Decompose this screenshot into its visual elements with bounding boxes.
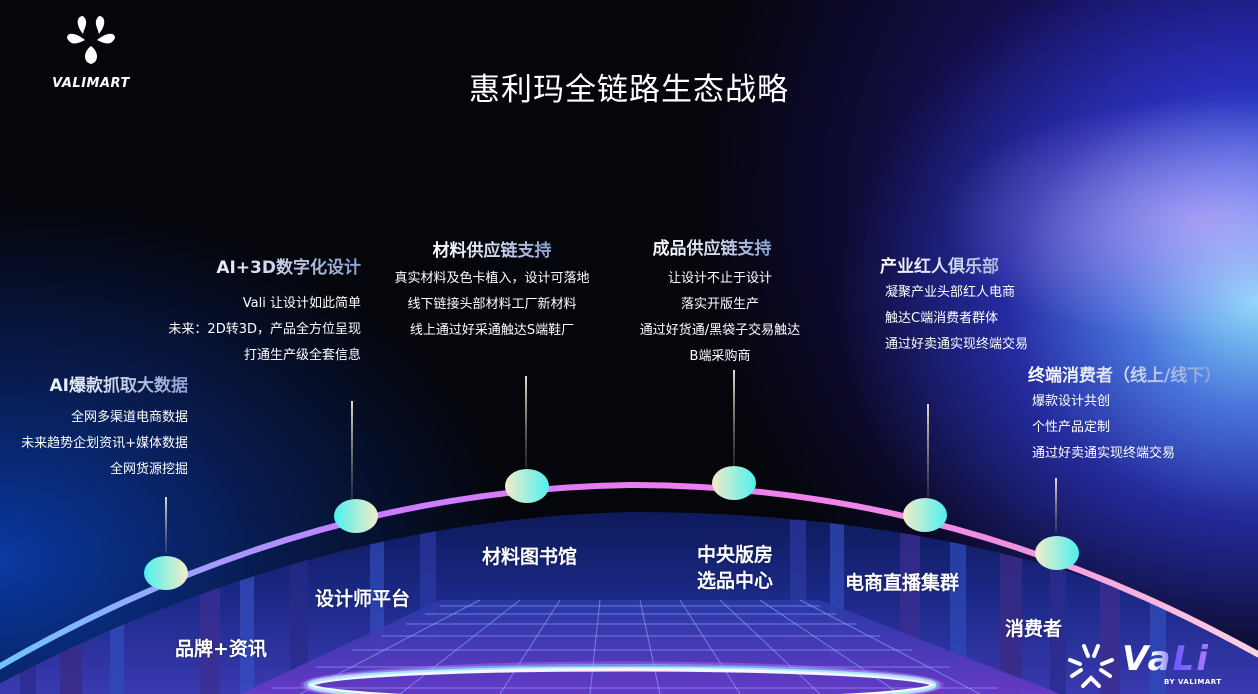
node-consumer — [1035, 536, 1079, 570]
block-line: 未来：2D转3D，产品全方位呈现 — [168, 322, 361, 337]
block-heading: 产业红人俱乐部 — [880, 256, 1028, 278]
block-end-consumer: 终端消费者（线上/线下） 爆款设计共创 个性产品定制 通过好卖通实现终端交易 — [1028, 365, 1221, 467]
node-ecommerce-live — [903, 498, 947, 532]
block-line: 真实材料及色卡植入，设计可落地 — [394, 271, 590, 286]
valimart-logo-text: VALIMART — [52, 76, 130, 91]
block-line: 通过好卖通实现终端交易 — [1032, 446, 1176, 461]
block-heading: 材料供应链支持 — [432, 241, 552, 261]
node-central-sample-room — [712, 466, 756, 500]
node-stem — [351, 401, 353, 499]
block-line: 让设计不止于设计 — [667, 271, 772, 286]
block-line: 未来趋势企划资讯+媒体数据 — [21, 436, 188, 451]
vali-subtitle: BY VALIMART — [1164, 678, 1222, 686]
node-stem — [525, 376, 527, 468]
node-brand-info — [144, 556, 188, 590]
valimart-logo: VALIMART — [46, 12, 136, 91]
valimart-flower-icon — [67, 16, 115, 64]
block-ai-3d-design: AI+3D数字化设计 Vali 让设计如此简单 未来：2D转3D，产品全方位呈现… — [168, 257, 361, 369]
block-heading: AI+3D数字化设计 — [168, 257, 361, 279]
node-stem — [927, 404, 929, 498]
stage-label-material-library: 材料图书馆 — [482, 546, 578, 568]
block-ai-data: AI爆款抓取大数据 全网多渠道电商数据 未来趋势企划资讯+媒体数据 全网货源挖掘 — [21, 375, 188, 483]
block-line: 全网货源挖掘 — [109, 462, 188, 477]
block-line: 打通生产级全套信息 — [243, 348, 361, 363]
block-heading: 成品供应链支持 — [652, 239, 772, 259]
block-material-supply: 材料供应链支持 真实材料及色卡植入，设计可落地 线下链接头部材料工厂新材料 线上… — [372, 240, 612, 344]
stage-label-consumer: 消费者 — [1005, 618, 1063, 640]
node-designer-platform — [334, 499, 378, 533]
block-line: 通过好卖通实现终端交易 — [885, 337, 1029, 352]
block-line: 通过好货通/黑袋子交易触达 — [639, 323, 801, 338]
node-stem — [1055, 478, 1057, 532]
block-line: 触达C端消费者群体 — [885, 311, 999, 326]
node-stem — [733, 370, 735, 466]
vali-snowflake-icon — [1068, 644, 1114, 688]
node-material-library — [505, 469, 549, 503]
stage-label-central-sample-room: 中央版房 选品中心 — [697, 542, 773, 594]
stage-label-line: 选品中心 — [697, 570, 774, 592]
block-influencer-club: 产业红人俱乐部 凝聚产业头部红人电商 触达C端消费者群体 通过好卖通实现终端交易 — [880, 256, 1028, 358]
vali-footer-logo: VaLi BY VALIMART — [1066, 640, 1246, 690]
grid-floor — [240, 599, 1060, 694]
stage-label-ecommerce-live: 电商直播集群 — [845, 572, 960, 594]
block-line: 凝聚产业头部红人电商 — [885, 285, 1016, 300]
node-stem — [165, 497, 167, 553]
block-line: 全网多渠道电商数据 — [70, 410, 188, 425]
block-heading: 终端消费者（线上/线下） — [1028, 366, 1222, 386]
block-line: 个性产品定制 — [1032, 420, 1111, 435]
stage-label-brand-info: 品牌+资讯 — [175, 638, 267, 660]
block-product-supply: 成品供应链支持 让设计不止于设计 落实开版生产 通过好货通/黑袋子交易触达 B端… — [620, 238, 820, 370]
stage-label-line: 中央版房 — [697, 544, 774, 566]
block-line: 落实开版生产 — [680, 297, 759, 312]
page-title: 惠利玛全链路生态战略 — [469, 72, 789, 108]
stage-label-designer-platform: 设计师平台 — [315, 588, 411, 610]
vali-wordmark: VaLi — [1122, 639, 1210, 679]
block-line: B端采购商 — [689, 349, 751, 364]
block-line: 线下链接头部材料工厂新材料 — [407, 297, 577, 312]
block-line: 爆款设计共创 — [1032, 394, 1111, 409]
block-line: 线上通过好采通触达S端鞋厂 — [409, 323, 575, 338]
block-heading: AI爆款抓取大数据 — [21, 375, 188, 397]
block-line: Vali 让设计如此简单 — [242, 296, 361, 311]
